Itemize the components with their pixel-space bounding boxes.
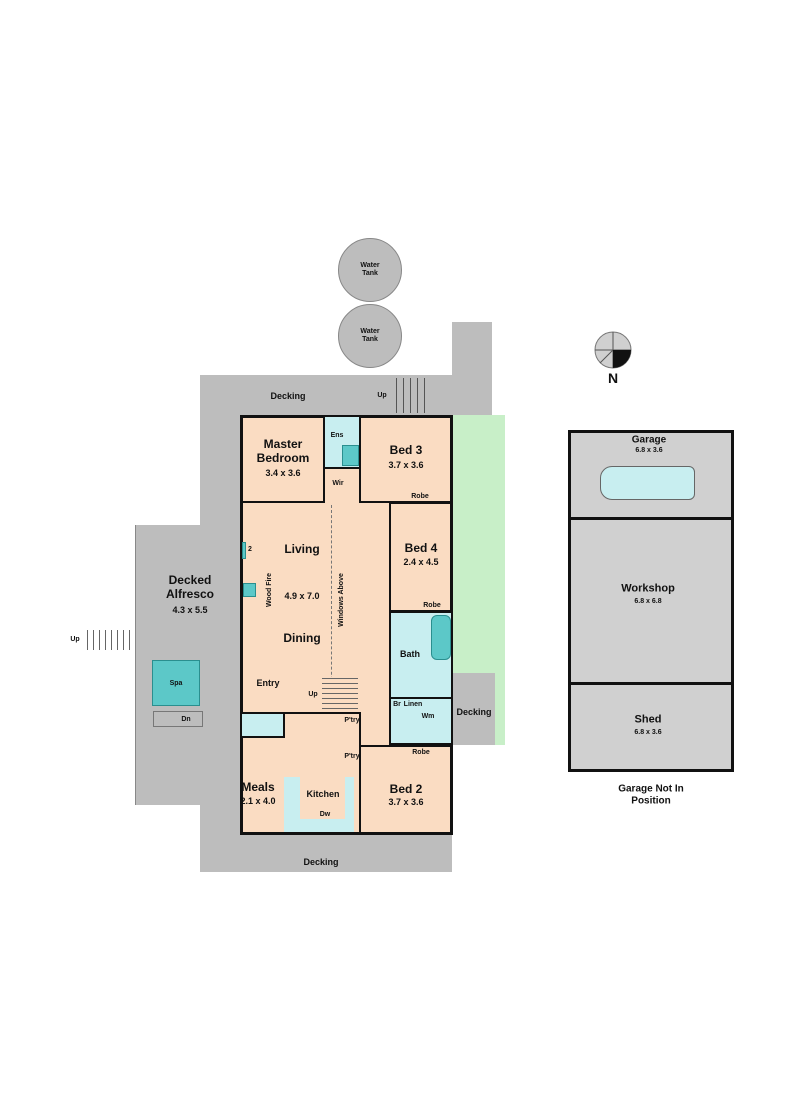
garage-label: Garage [631,434,667,446]
water-tank-1-label: Water Tank [360,261,380,277]
bed-3-label: Bed 3 [389,443,423,458]
decking-right [452,673,495,745]
ensuite-label: Ens [330,431,344,439]
master-bedroom-label: Master Bedroom [256,437,310,465]
broom-label: Br [393,700,401,708]
master-bedroom-size: 3.4 x 3.6 [265,467,301,478]
bed-2-label: Bed 2 [389,782,423,797]
spa [152,660,200,706]
bed-4-size: 2.4 x 4.5 [403,556,439,567]
bed-4-label: Bed 4 [404,541,438,556]
water-tank-2-label: Water Tank [360,327,380,343]
linen-label: Linen [403,700,423,708]
wood-fire-icon [243,583,256,597]
compass-icon [594,331,632,369]
wm-label: Wm [421,712,435,720]
kitchen-label: Kitchen [306,788,340,799]
dishwasher-label: Dw [319,810,331,818]
interior-stairs [322,677,358,713]
decking-bottom-label: Decking [303,856,339,867]
dining-label: Dining [283,631,321,646]
bed-2-size: 3.7 x 3.6 [388,796,424,807]
wood-fire-label: Wood Fire [265,572,273,608]
spa-label: Spa [169,679,183,687]
stairs-down [153,711,203,727]
garage-position-note: Garage Not In Position [618,783,684,807]
garage-size: 6.8 x 3.6 [635,446,663,454]
heater-icon [242,542,246,559]
pantry-2-label: P'try [344,752,360,760]
decking-bottom [200,833,452,872]
kitchen [283,712,361,835]
bed-4-robe-label: Robe [423,601,441,609]
decking-top-tower [452,322,492,382]
stairs-up-interior-label: Up [308,690,318,698]
kitchen-floor [300,777,345,819]
compass-north-label: N [607,369,619,386]
bed-3-robe-label: Robe [411,492,429,500]
bed-2-robe-label: Robe [412,748,430,756]
meals-label: Meals [241,780,275,795]
decking-top [200,375,492,417]
shed-size: 6.8 x 3.6 [634,728,662,736]
stairs-up-top-label: Up [377,391,387,399]
shed-label: Shed [634,713,662,726]
water-tank-1 [338,238,402,302]
pantry-1-label: P'try [344,716,360,724]
shower-icon [342,445,359,466]
bath-label: Bath [400,648,420,659]
meals-size: 2.1 x 4.0 [240,795,276,806]
windows-above-line [331,505,332,705]
wc [240,712,285,738]
living-size: 4.9 x 7.0 [284,590,320,601]
laundry [389,697,453,745]
entry-label: Entry [256,677,280,688]
alfresco-label: Decked Alfresco [165,573,215,601]
windows-above-label: Windows Above [337,573,345,627]
water-tank-2 [338,304,402,368]
workshop [568,517,734,685]
workshop-label: Workshop [621,582,675,595]
decking-top-label: Decking [270,390,306,401]
workshop-size: 6.8 x 6.8 [634,597,662,605]
fireplace-mark: 2 [248,545,252,553]
wir-label: Wir [332,479,344,487]
living-label: Living [284,542,320,557]
bathtub-icon [431,615,451,660]
stairs-down-label: Dn [181,715,191,723]
shed [568,682,734,772]
alfresco-size: 4.3 x 5.5 [172,604,208,615]
decking-right-label: Decking [456,706,492,717]
stairs-top [390,378,430,413]
car-icon [600,466,695,500]
stairs-left [82,630,135,650]
stairs-up-left-label: Up [70,635,80,643]
bed-3-size: 3.7 x 3.6 [388,459,424,470]
